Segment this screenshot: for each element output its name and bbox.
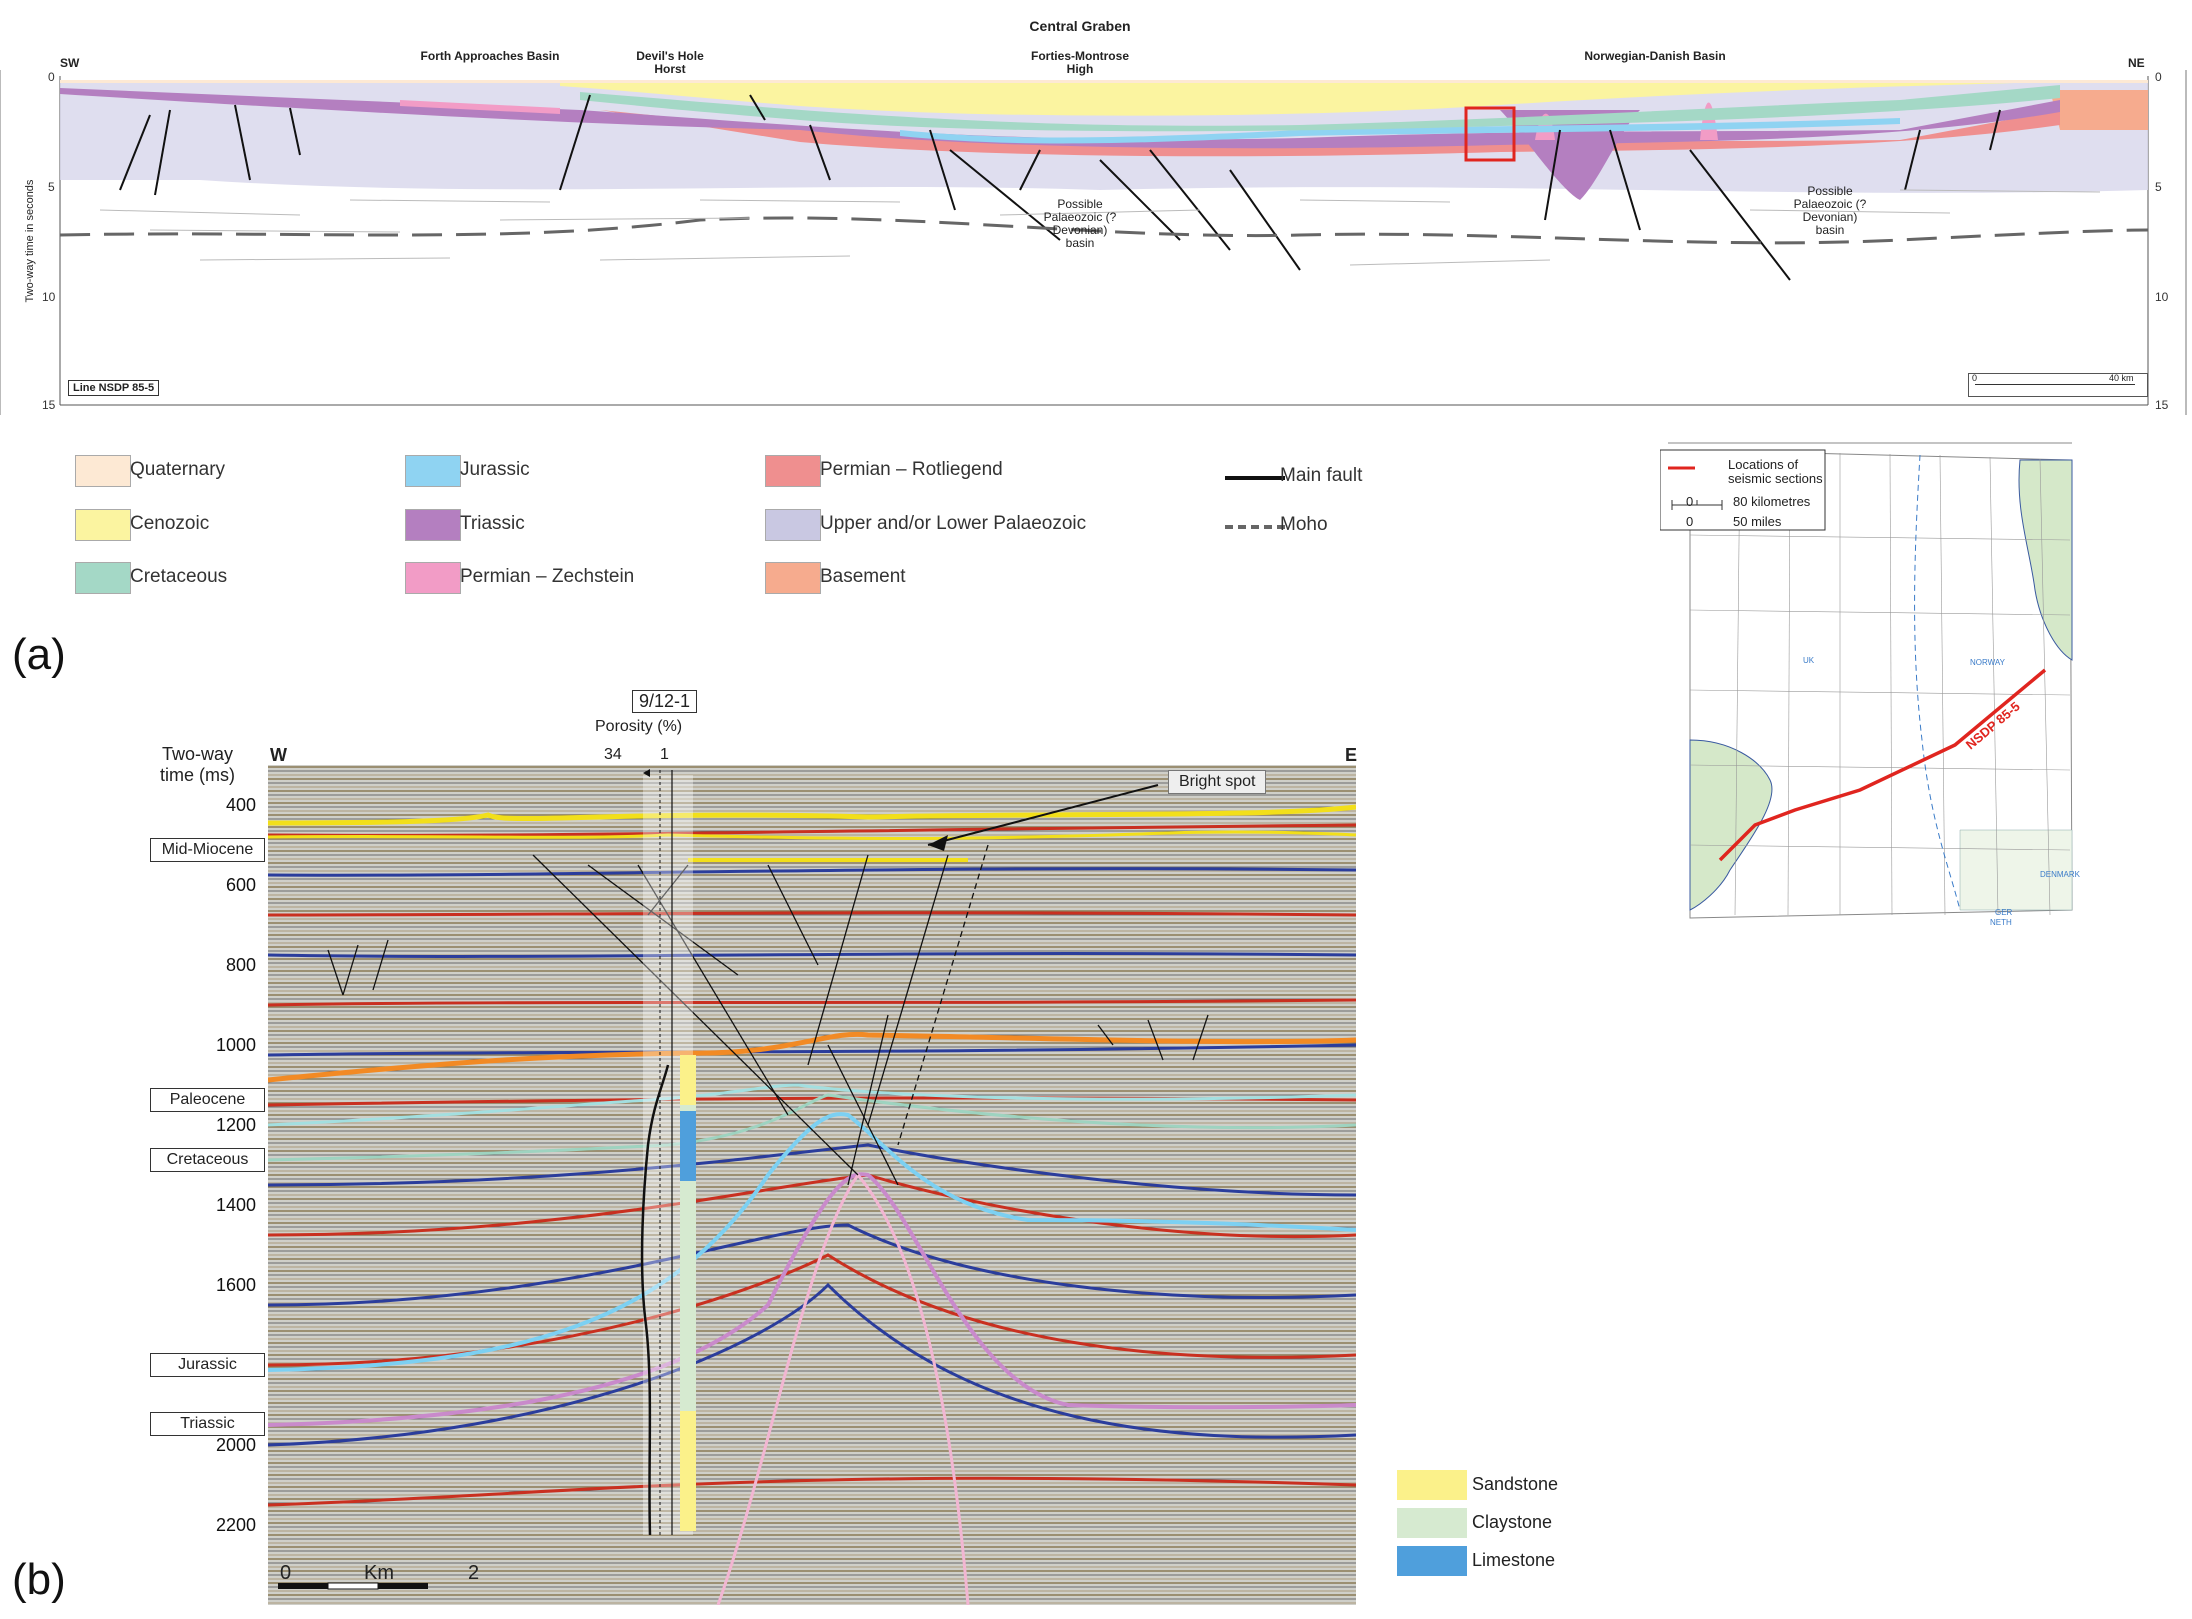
y-tick-right-10: 10 — [2155, 290, 2169, 304]
time-tick-1200: 1200 — [215, 1115, 256, 1135]
location-map — [1660, 442, 2073, 919]
map-km-label: 80 kilometres — [1733, 494, 1811, 509]
y-tick-left-5: 5 — [48, 180, 55, 194]
y-tick-right-0: 0 — [2155, 70, 2162, 84]
porosity-label: Porosity (%) — [595, 718, 683, 735]
porosity-max: 34 — [604, 746, 622, 763]
legend-zechstein: Permian – Zechstein — [460, 566, 635, 587]
swatch-limestone — [1397, 1546, 1467, 1576]
main-fault-symbol — [1225, 476, 1285, 480]
y-tick-right-15: 15 — [2155, 398, 2169, 412]
time-tick-1400: 1400 — [215, 1195, 256, 1215]
scale-km: Km — [364, 1562, 394, 1584]
time-tick-2200: 2200 — [215, 1515, 256, 1535]
legend-cretaceous: Cretaceous — [130, 566, 228, 587]
map-country-uk: UK — [1803, 656, 1815, 665]
lithology-limestone: Limestone — [1472, 1550, 1556, 1570]
scale-zero: 0 — [280, 1562, 292, 1584]
time-tick-400: 400 — [225, 795, 256, 815]
y-tick-right-5: 5 — [2155, 180, 2162, 194]
seismic-section — [268, 765, 1356, 1605]
geological-cross-section — [0, 70, 2187, 415]
y-axis-label: Two-way time in seconds — [24, 179, 36, 303]
legend-triassic: Triassic — [460, 513, 525, 534]
swatch-triassic — [405, 509, 461, 541]
map-country-denmark: DENMARK — [2040, 870, 2081, 879]
swatch-sandstone — [1397, 1470, 1467, 1500]
y-tick-left-10: 10 — [42, 290, 56, 304]
legend-moho: Moho — [1280, 514, 1328, 535]
time-tick-2000: 2000 — [215, 1435, 256, 1455]
time-tick-1000: 1000 — [215, 1035, 256, 1055]
legend-main-fault: Main fault — [1280, 465, 1363, 486]
horizon-paleocene: Paleocene — [150, 1088, 265, 1112]
swatch-claystone — [1397, 1508, 1467, 1538]
y-tick-left-15: 15 — [42, 398, 56, 412]
lithology-claystone: Claystone — [1472, 1512, 1553, 1532]
swatch-basement — [765, 562, 821, 594]
line-name-box: Line NSDP 85-5 — [68, 380, 160, 396]
legend-cenozoic: Cenozoic — [130, 513, 210, 534]
direction-sw: SW — [60, 56, 80, 70]
swatch-palaeozoic — [765, 509, 821, 541]
direction-ne: NE — [2128, 56, 2145, 70]
legend-jurassic: Jurassic — [460, 459, 530, 480]
bright-spot-label: Bright spot — [1168, 770, 1267, 794]
panel-label-a: (a) — [12, 630, 66, 679]
porosity-min: 1 — [660, 746, 669, 763]
map-km-zero: 0 — [1686, 494, 1694, 509]
scale-two: 2 — [468, 1562, 480, 1584]
swatch-rotliegend — [765, 455, 821, 487]
map-country-norway: NORWAY — [1970, 658, 2005, 667]
legend-quaternary: Quaternary — [130, 459, 226, 480]
label-norwegian-danish-basin: Norwegian-Danish Basin — [1584, 49, 1726, 63]
map-mi-label: 50 miles — [1733, 514, 1782, 529]
map-country-ger: GER — [1995, 908, 2013, 917]
map-mi-zero: 0 — [1686, 514, 1694, 529]
horizon-cretaceous: Cretaceous — [150, 1148, 265, 1172]
swatch-cenozoic — [75, 509, 131, 541]
map-country-neth: NETH — [1990, 918, 2012, 927]
swatch-cretaceous — [75, 562, 131, 594]
section-title: Central Graben — [1029, 18, 1131, 34]
horizon-mid-miocene: Mid-Miocene — [150, 838, 265, 862]
well-name: 9/12-1 — [632, 690, 698, 713]
legend-palaeozoic: Upper and/or Lower Palaeozoic — [820, 513, 1087, 534]
direction-w: W — [270, 745, 287, 765]
legend-rotliegend: Permian – Rotliegend — [820, 459, 1003, 480]
lithology-sandstone: Sandstone — [1472, 1474, 1559, 1494]
swatch-jurassic — [405, 455, 461, 487]
legend-basement: Basement — [820, 566, 906, 587]
label-forth-approaches-basin: Forth Approaches Basin — [420, 49, 560, 63]
horizon-jurassic: Jurassic — [150, 1353, 265, 1377]
swatch-quaternary — [75, 455, 131, 487]
horizon-triassic: Triassic — [150, 1412, 265, 1436]
y-tick-left-0: 0 — [48, 70, 55, 84]
time-tick-1600: 1600 — [215, 1275, 256, 1295]
panel-label-b: (b) — [12, 1555, 66, 1604]
swatch-zechstein — [405, 562, 461, 594]
direction-e: E — [1345, 745, 1358, 765]
time-tick-600: 600 — [225, 875, 256, 895]
time-tick-800: 800 — [225, 955, 256, 975]
moho-symbol — [1225, 525, 1285, 529]
scale-bar-a: 0 40 km — [1968, 373, 2148, 397]
